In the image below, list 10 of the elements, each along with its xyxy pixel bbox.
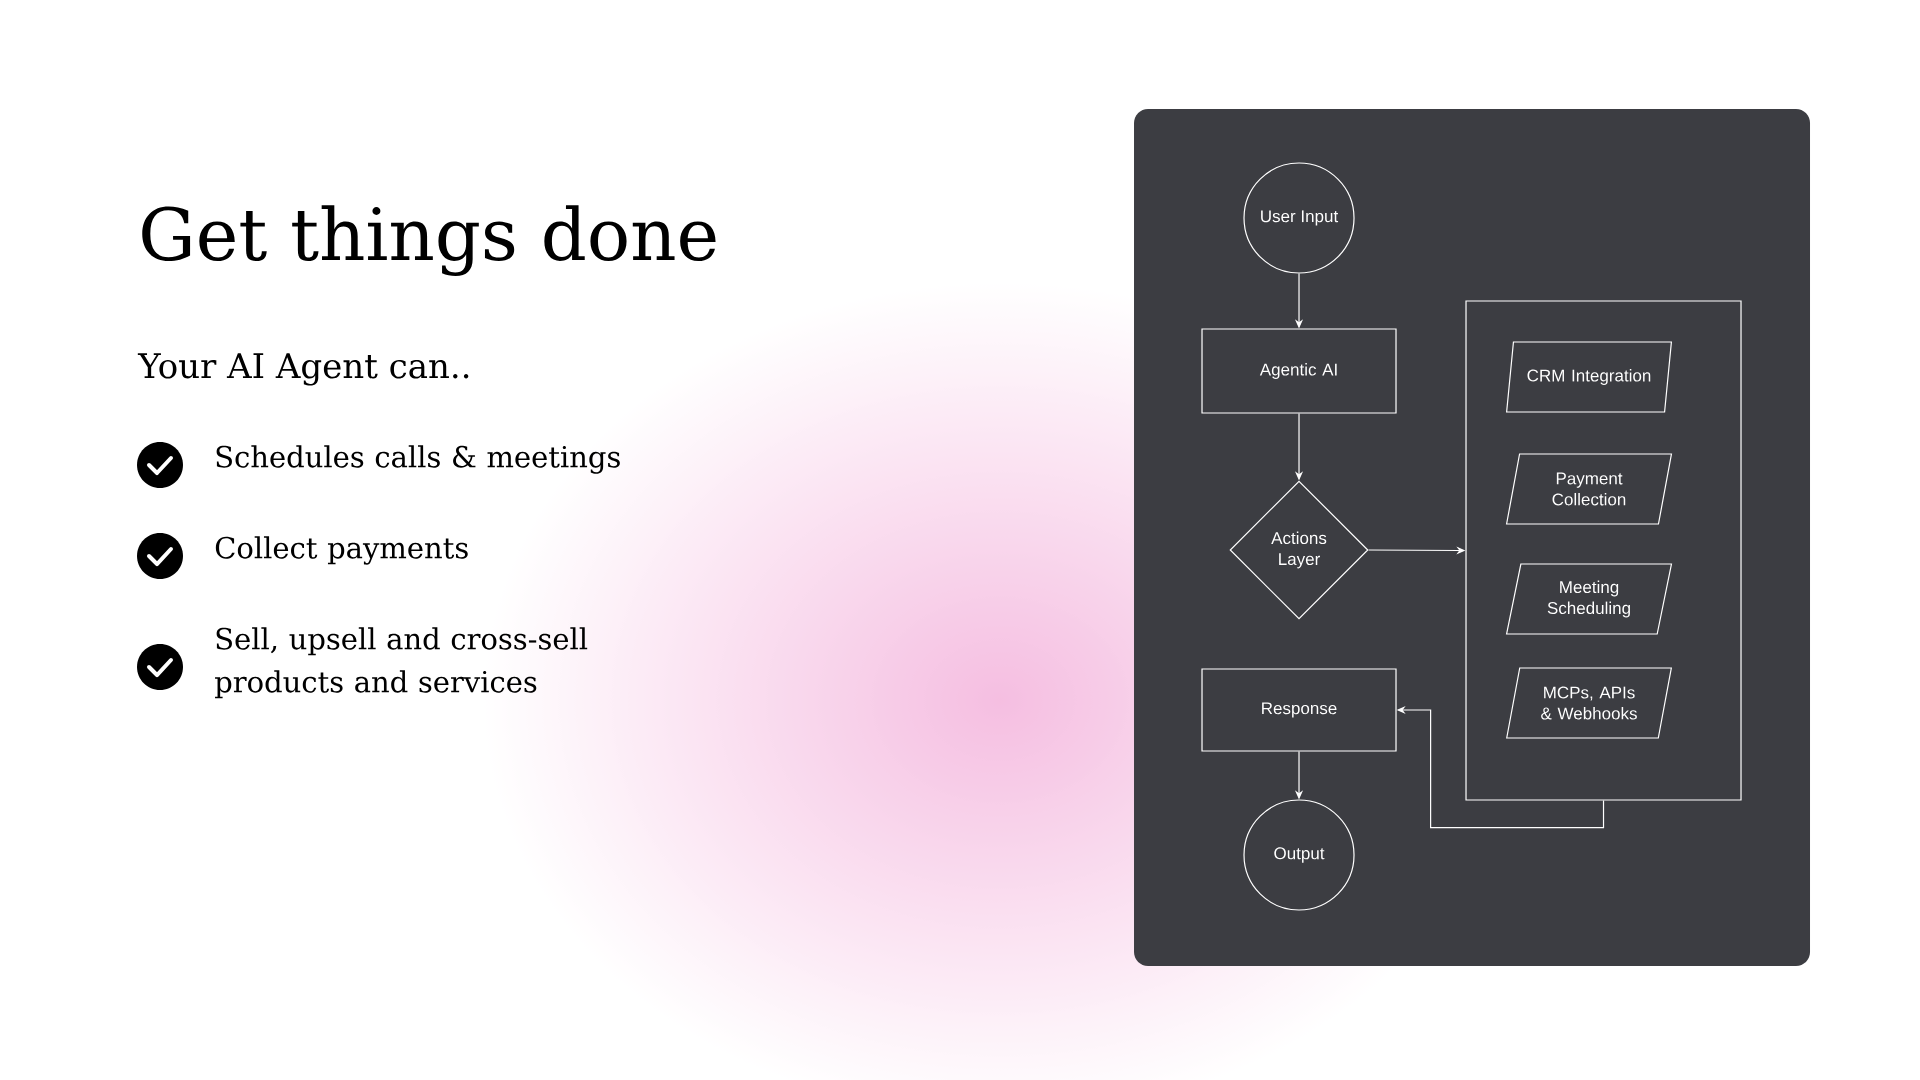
data-parallelogram: MCPs, APIs & Webhooks (1506, 667, 1673, 739)
subheading: Your AI Agent can.. (137, 353, 469, 386)
heading: Get things done (142, 205, 716, 276)
process-box: Agentic AI (1201, 328, 1397, 414)
process-box: Response (1201, 668, 1397, 752)
list-item: Schedules calls & meetings (216, 445, 620, 474)
group-box (1465, 300, 1742, 801)
list-item: Sell, upsell and cross-sell products and services (215, 627, 588, 699)
data-parallelogram: Meeting Scheduling (1505, 563, 1673, 635)
list-item: Collect payments (215, 536, 468, 565)
